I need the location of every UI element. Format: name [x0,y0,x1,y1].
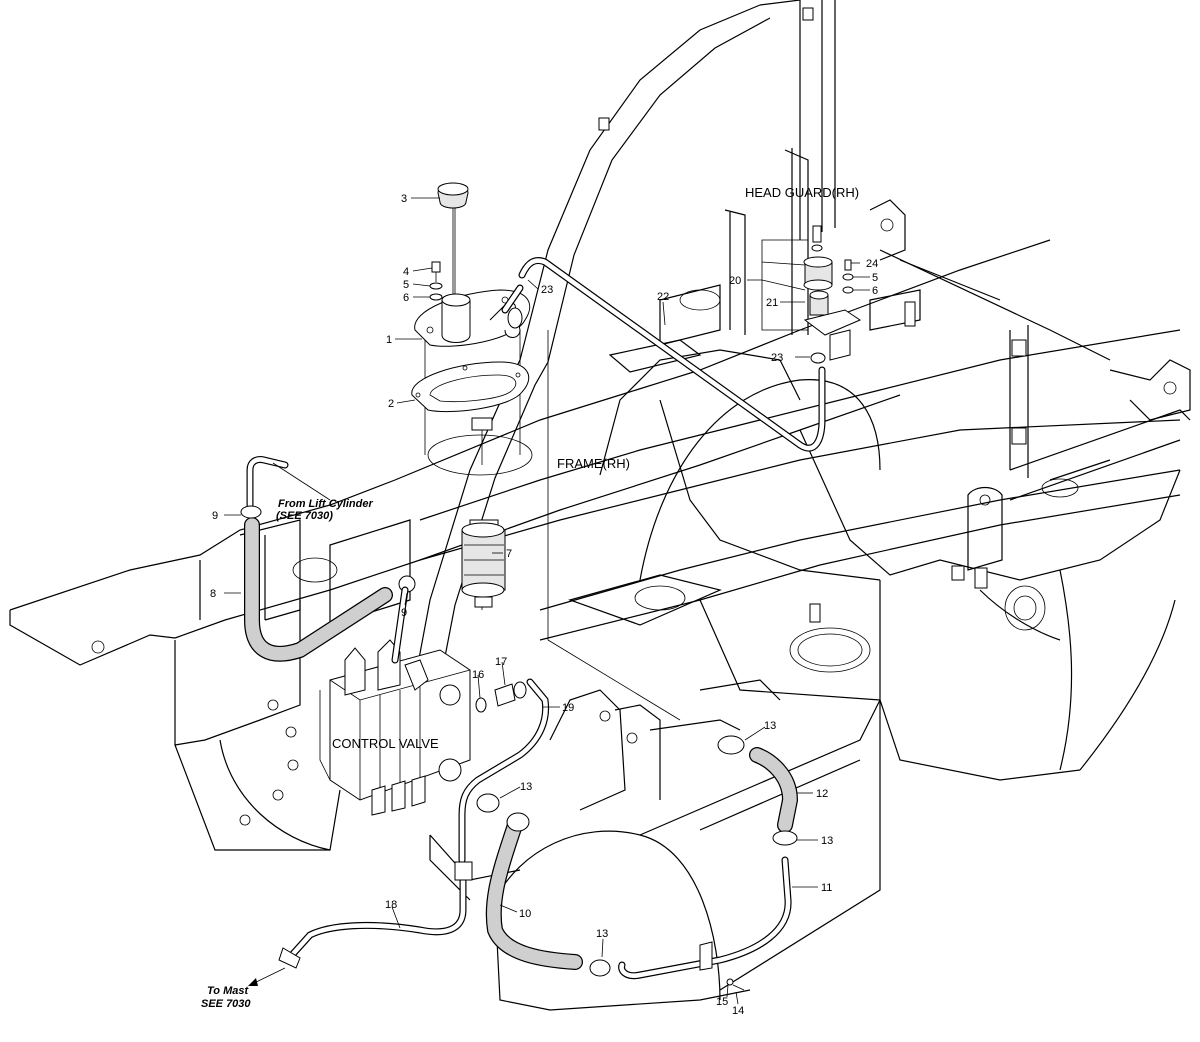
callout-22: 22 [657,291,669,303]
callout-9-bottom: 9 [401,607,407,619]
pipes-and-hoses [240,257,826,991]
callout-21: 21 [766,297,778,309]
control-valve [319,639,527,816]
label-from-lift-see: (SEE 7030) [276,510,333,522]
callout-3: 3 [401,193,407,205]
callout-10: 10 [519,908,531,920]
callout-12: 12 [816,788,828,800]
callout-6: 6 [403,292,409,304]
callout-4: 4 [403,266,409,278]
label-to-mast: To Mast [207,985,249,997]
callout-24: 24 [866,258,878,270]
suction-filter [461,519,506,608]
callout-7: 7 [506,548,512,560]
label-head-guard: HEAD GUARD(RH) [745,185,859,200]
callout-16: 16 [472,669,484,681]
callout-15: 15 [716,996,728,1008]
callout-5-right: 5 [872,272,878,284]
head-guard-mount [803,225,862,364]
text-labels: HEAD GUARD(RH) FRAME(RH) CONTROL VALVE F… [201,185,859,1010]
callout-18: 18 [385,899,397,911]
callout-11: 11 [821,882,832,894]
callout-numbers: 1 2 3 4 5 6 7 8 9 9 10 11 12 13 13 13 13… [210,193,878,1017]
label-control-valve: CONTROL VALVE [332,736,439,751]
label-to-mast-see: SEE 7030 [201,998,251,1010]
callout-8: 8 [210,588,216,600]
callout-leader-lines [224,197,870,1005]
callout-23-left: 23 [541,284,553,296]
label-frame: FRAME(RH) [557,456,630,471]
callout-13-d: 13 [596,928,608,940]
callout-13-b: 13 [520,781,532,793]
callout-13-a: 13 [764,720,776,732]
callout-9-top: 9 [212,510,218,522]
callout-17: 17 [495,656,507,668]
callout-19: 19 [562,702,574,714]
label-from-lift-cylinder: From Lift Cylinder [278,498,373,510]
callout-2: 2 [388,398,394,410]
frame-structure [9,0,1191,1011]
callout-13-c: 13 [821,835,833,847]
callout-5: 5 [403,279,409,291]
callout-6-right: 6 [872,285,878,297]
callout-14: 14 [732,1005,744,1017]
callout-23-right: 23 [771,352,783,364]
callout-20: 20 [729,275,741,287]
hydraulic-tank-assembly [411,182,533,476]
callout-1: 1 [386,334,392,346]
